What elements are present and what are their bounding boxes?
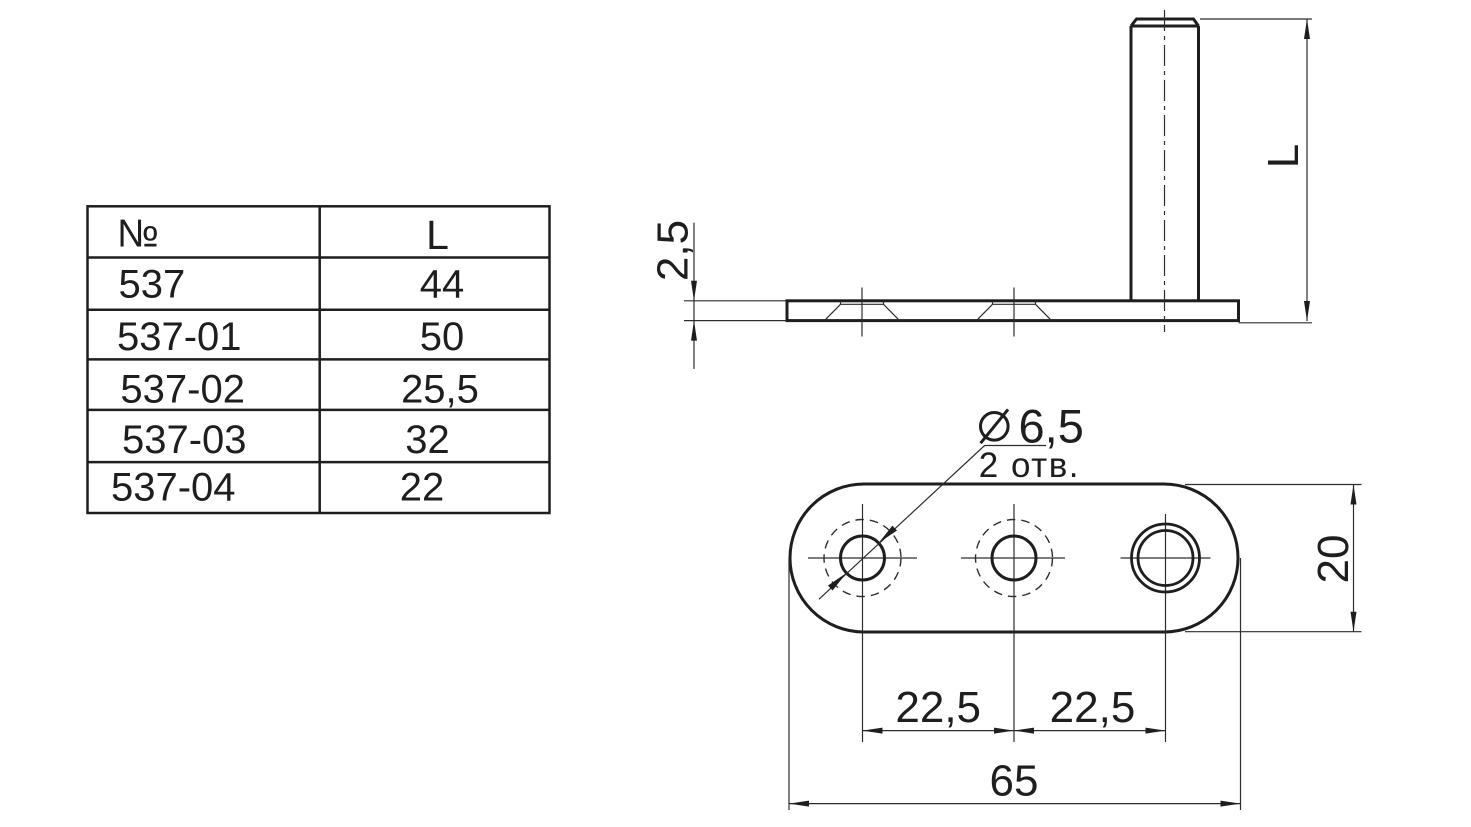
svg-text:537-02: 537-02 — [120, 367, 245, 411]
svg-text:537-03: 537-03 — [122, 418, 247, 462]
svg-text:L: L — [426, 212, 449, 258]
svg-text:№: № — [117, 213, 159, 256]
svg-text:6,5: 6,5 — [1019, 399, 1084, 452]
svg-text:L: L — [1259, 144, 1308, 168]
svg-text:20: 20 — [1309, 535, 1358, 584]
svg-text:25,5: 25,5 — [401, 367, 479, 411]
svg-text:2,5: 2,5 — [649, 220, 698, 281]
svg-text:2 отв.: 2 отв. — [979, 446, 1080, 485]
svg-text:22,5: 22,5 — [1050, 683, 1136, 732]
svg-text:537-01: 537-01 — [117, 315, 242, 359]
svg-text:32: 32 — [405, 418, 450, 462]
svg-text:537: 537 — [119, 263, 186, 307]
svg-text:537-04: 537-04 — [111, 466, 236, 510]
svg-text:50: 50 — [420, 315, 465, 359]
svg-text:44: 44 — [420, 263, 465, 307]
svg-text:22,5: 22,5 — [895, 683, 981, 732]
svg-text:65: 65 — [990, 757, 1039, 806]
svg-text:22: 22 — [400, 466, 445, 510]
